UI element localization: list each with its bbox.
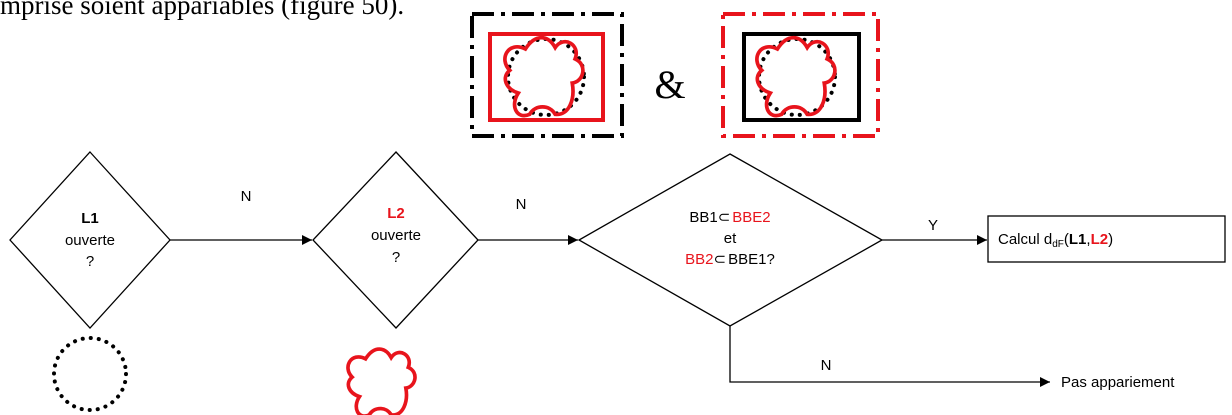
line-1-dotted-circle: [52, 336, 128, 412]
decision-3-line-1: BB1⊂BBE2: [689, 209, 770, 226]
extended-bounding-box-2: [721, 12, 880, 138]
end-label: Pas appariement: [1061, 374, 1175, 391]
arrow-d3-to-end: [729, 326, 1050, 387]
edge-label-n-1: N: [241, 188, 252, 205]
decision-2-question: ?: [392, 249, 400, 266]
bounding-box-1: [742, 32, 861, 122]
decision-l2-ouverte: [312, 151, 479, 329]
bounding-box-2: [488, 32, 605, 122]
illustration-bbe1-contains-bb2: [470, 12, 624, 138]
edge-label-y: Y: [928, 217, 938, 234]
line-2-red-shape: [346, 347, 417, 415]
intro-text: mprise soient appariables (figure 50).: [0, 0, 405, 20]
line-2-red-shape: [503, 35, 585, 118]
decision-3-line-3: BB2⊂BBE1?: [685, 251, 775, 268]
decision-2-label: L2: [387, 205, 405, 222]
edge-label-n-3: N: [821, 357, 832, 374]
edge-label-n-2: N: [516, 196, 527, 213]
calcul-distance-box: [987, 215, 1226, 263]
extended-bounding-box-1: [470, 12, 624, 138]
decision-2-text: ouverte: [371, 227, 421, 244]
decision-1-question: ?: [86, 253, 94, 270]
ampersand-symbol: &: [654, 62, 685, 107]
decision-3-line-2: et: [724, 230, 737, 247]
decision-1-text: ouverte: [65, 232, 115, 249]
calcul-distance-text: Calcul ddF(L1,L2): [998, 231, 1113, 250]
illustration-bbe2-contains-bb1: [721, 12, 880, 138]
decision-1-label: L1: [81, 210, 99, 227]
decision-l1-ouverte: [9, 151, 171, 329]
